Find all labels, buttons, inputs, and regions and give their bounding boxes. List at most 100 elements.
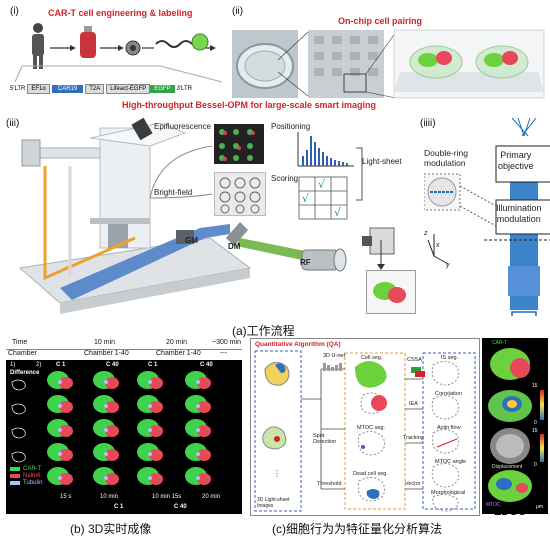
nalm6-cell — [59, 425, 73, 437]
light-sheet-label: Light-sheet — [362, 157, 402, 166]
sub-2: 2) — [36, 362, 42, 368]
axis-z-label: z — [424, 230, 428, 237]
header-dash: --- — [220, 350, 227, 357]
algorithm-flow-diagram — [254, 350, 476, 512]
tubulin-spot — [104, 476, 108, 480]
d-cart-label: CAR-T — [492, 340, 508, 346]
lentiviral-construct: 5'LTR EF1α CAR19 T2A Lifeact-EGFP EGFP 3… — [10, 84, 192, 94]
tubulin-spot — [58, 428, 62, 432]
tubulin-spot — [58, 452, 62, 456]
nalm6-cell — [149, 377, 163, 389]
panel-b-3d-imaging: Time 10 min 20 min ~300 min Chamber Cham… — [6, 338, 242, 514]
blood-bag-icon — [80, 26, 96, 58]
optical-modulation-diagram — [424, 117, 550, 316]
header-chamber: Chamber — [8, 350, 37, 357]
mtoc-seg-label: MTOC seg. — [357, 425, 386, 431]
nalm6-cell — [105, 401, 119, 413]
tubulin-spot — [104, 452, 108, 456]
cssa-label: CSSA — [407, 357, 422, 363]
mtoc-angle-label: MTOC angle — [435, 459, 467, 465]
nalm6-cell — [59, 401, 73, 413]
tubulin-spot — [148, 476, 152, 480]
caption-c: (c)细胞行为为特征量化分析算法 — [272, 522, 442, 536]
axis-y-label: y — [446, 262, 450, 269]
car-t-cell-icon — [191, 33, 209, 51]
nalm6-cell — [149, 425, 163, 437]
person-icon — [32, 23, 44, 69]
dm-label: DM — [228, 242, 241, 251]
difference-label: Difference — [10, 370, 40, 376]
construct-car19: CAR19 — [51, 85, 84, 93]
construct-lifeact: Lifeact-EGFP — [106, 84, 151, 94]
legend-car-t: CAR-T — [23, 466, 42, 472]
tubulin-spot — [58, 380, 62, 384]
nalm6-cell — [59, 449, 73, 461]
qa-title: Quantitative Algorithm (QA) — [255, 341, 341, 348]
panel-b-header-table: Time 10 min 20 min ~300 min Chamber Cham… — [6, 338, 242, 360]
svg-text:√: √ — [334, 206, 342, 219]
svg-text:√: √ — [318, 178, 326, 191]
tubulin-spot — [196, 428, 200, 432]
epifluorescence-label: Epifluorescence — [154, 122, 211, 131]
caption-b: (b) 3D实时成像 — [70, 522, 152, 536]
axis-x-label: x — [436, 242, 440, 249]
header-time: Time — [12, 339, 28, 346]
double-ring-label: Double-ring modulation — [424, 148, 468, 168]
nalm6-cell — [197, 377, 211, 389]
panel-i-label: (i) — [10, 6, 19, 17]
positioning-histogram — [297, 132, 354, 167]
bright-field-thumbnail — [214, 172, 266, 216]
bright-field-label: Bright-field — [154, 188, 193, 197]
tubulin-spot — [148, 428, 152, 432]
construct-3ltr: 3'LTR — [176, 86, 192, 92]
svg-text:√: √ — [302, 192, 310, 205]
nalm6-cell — [105, 425, 119, 437]
chip-pairing-illustration — [232, 29, 545, 99]
construct-t2a: T2A — [85, 84, 105, 94]
nalm6-cell — [149, 449, 163, 461]
col-c40-b: C 40 — [200, 362, 213, 368]
panel-i-title: CAR-T cell engineering & labeling — [48, 8, 193, 18]
cell-seg-label: Cell seg. — [361, 355, 383, 361]
col-c1-a: C 1 — [56, 362, 66, 368]
tubulin-spot — [58, 476, 62, 480]
light-sheet-cell-image — [366, 270, 416, 314]
header-chamber-1-40-a: Chamber 1-40 — [84, 350, 129, 357]
time-10min: 10 min — [100, 494, 119, 500]
cc-c40: C 40 — [174, 504, 187, 510]
panel-iii-title: High-throughput Bessel-OPM for large-sca… — [122, 100, 377, 110]
header-10min: 10 min — [94, 339, 116, 346]
tubulin-spot — [196, 380, 200, 384]
cell-pair-image-grid — [11, 371, 211, 485]
tubulin-spot — [196, 404, 200, 408]
tubulin-spot — [148, 380, 152, 384]
construct-5ltr: 5'LTR — [10, 86, 26, 92]
header-chamber-1-40-b: Chamber 1-40 — [156, 350, 201, 357]
iea-label: IEA — [409, 401, 418, 407]
sub-1: 1) — [10, 362, 16, 368]
spot-detection-label: Spot Detection — [313, 433, 337, 445]
dead-cell-seg-label: Dead cell seg. — [353, 471, 388, 477]
morphological-label: Morphological — [431, 490, 466, 496]
panel-c-algorithm: Quantitative Algorithm (QA) — [250, 338, 480, 516]
panel-ii-title: On-chip cell pairing — [338, 16, 423, 26]
tubulin-spot — [148, 452, 152, 456]
correlation-label: Correlation — [435, 391, 462, 397]
nalm6-cell — [149, 401, 163, 413]
scoring-label: Scoring — [271, 174, 299, 183]
panel-b-legend: CAR-T Nalm6 Tubulin — [10, 466, 42, 486]
nalm6-cell — [197, 425, 211, 437]
epifluorescence-thumbnail — [214, 124, 264, 164]
nalm6-cell — [105, 377, 119, 389]
rf-label: RF — [300, 258, 311, 267]
nalm6-cell — [105, 473, 119, 485]
cc-c1: C 1 — [114, 504, 124, 510]
col-c1-b: C 1 — [148, 362, 158, 368]
threshold-label: Threshold — [317, 481, 342, 487]
primary-objective-label: Primary objective — [498, 150, 534, 171]
unet-label: 3D U-net — [323, 353, 346, 359]
nalm6-cell — [197, 401, 211, 413]
actin-flow-label: Actin flow — [437, 425, 461, 431]
panel-ii-label: (ii) — [232, 6, 244, 17]
is-seg-label: IS seg. — [441, 355, 459, 361]
